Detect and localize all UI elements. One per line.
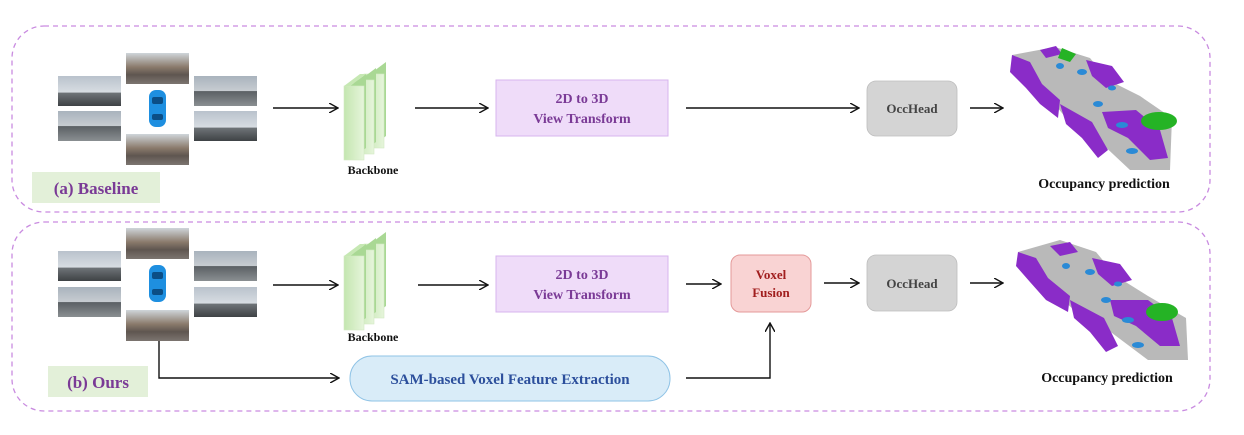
occhead-label: OccHead bbox=[886, 276, 938, 291]
car-icon bbox=[149, 90, 166, 127]
surround-camera-images bbox=[58, 228, 257, 341]
sam-feature-extraction-label: SAM-based Voxel Feature Extraction bbox=[390, 372, 630, 388]
camera-image-icon bbox=[194, 111, 257, 141]
panel-border bbox=[11, 25, 1211, 213]
voxel-fusion-line1: Voxel bbox=[756, 267, 787, 282]
voxel-fusion-box bbox=[730, 254, 812, 313]
camera-image-icon bbox=[194, 76, 257, 106]
occhead-box bbox=[866, 254, 958, 312]
occupancy-map-icon bbox=[1010, 46, 1177, 170]
occupancy-prediction-label: Occupancy prediction bbox=[1041, 371, 1173, 386]
camera-image-icon bbox=[194, 287, 257, 317]
panel-label: (a) Baseline bbox=[54, 179, 139, 198]
view-transform-box bbox=[495, 79, 669, 137]
occhead-box bbox=[866, 80, 958, 137]
occupancy-prediction-label: Occupancy prediction bbox=[1038, 177, 1170, 192]
view-transform-line1: 2D to 3D bbox=[556, 92, 609, 107]
arrow bbox=[686, 324, 770, 379]
backbone-label: Backbone bbox=[348, 163, 399, 177]
camera-image-icon bbox=[58, 251, 121, 281]
camera-image-icon bbox=[58, 111, 121, 141]
camera-image-icon bbox=[126, 53, 189, 84]
backbone-layers-icon bbox=[343, 62, 386, 161]
camera-image-icon bbox=[58, 76, 121, 106]
surround-camera-images bbox=[58, 53, 257, 165]
voxel-fusion-line2: Fusion bbox=[752, 285, 790, 300]
panel-border bbox=[11, 221, 1211, 412]
panel-label-bg bbox=[48, 366, 148, 397]
panel-label-bg bbox=[32, 172, 160, 203]
sam-feature-extraction-box bbox=[349, 355, 671, 402]
occhead-label: OccHead bbox=[886, 101, 938, 116]
panel-ours: Backbone 2D to 3D View Transform Voxel F… bbox=[11, 221, 1211, 412]
view-transform-box bbox=[495, 255, 669, 313]
camera-image-icon bbox=[126, 134, 189, 165]
occupancy-map-icon bbox=[1016, 240, 1188, 360]
backbone-label: Backbone bbox=[348, 330, 399, 344]
camera-image-icon bbox=[58, 287, 121, 317]
view-transform-line2: View Transform bbox=[533, 288, 631, 303]
camera-image-icon bbox=[194, 251, 257, 281]
panel-baseline: Backbone 2D to 3D View Transform OccHead bbox=[11, 25, 1211, 213]
backbone-layers-icon bbox=[343, 232, 386, 331]
view-transform-line1: 2D to 3D bbox=[556, 268, 609, 283]
camera-image-icon bbox=[126, 228, 189, 259]
car-icon bbox=[149, 265, 166, 302]
arrow bbox=[158, 341, 338, 378]
view-transform-line2: View Transform bbox=[533, 112, 631, 127]
panel-label: (b) Ours bbox=[67, 373, 129, 392]
camera-image-icon bbox=[126, 310, 189, 341]
